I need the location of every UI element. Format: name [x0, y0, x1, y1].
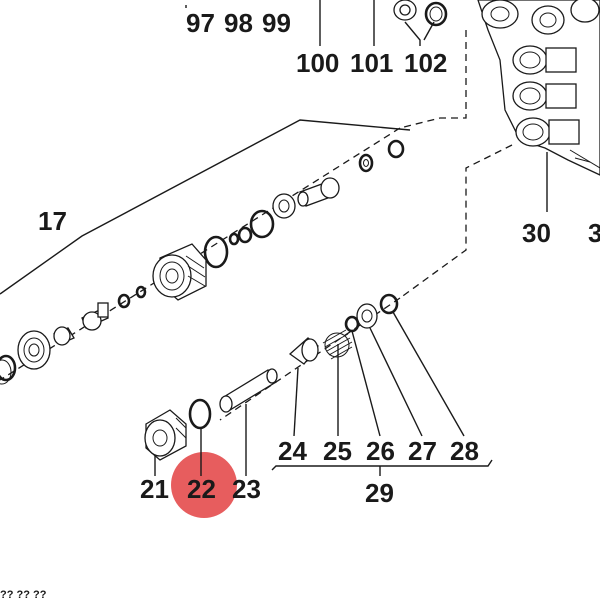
assembly-line-upper-axis [0, 127, 401, 381]
valve-nut-1 [512, 45, 577, 75]
o-ring-far [387, 139, 405, 159]
leader-24 [293, 367, 299, 437]
plug-21 [144, 409, 187, 461]
washer-26 [344, 315, 360, 333]
callout-26: 26 [366, 436, 395, 466]
o-ring-28 [379, 293, 399, 315]
valve-nut-2 [512, 81, 577, 111]
washer-27 [356, 303, 378, 329]
fitting-cluster-top [393, 0, 448, 27]
callout-28: 28 [450, 436, 479, 466]
nut-fitting [272, 193, 296, 219]
callout-29: 29 [365, 478, 394, 508]
piston-23 [219, 368, 278, 413]
leader-28 [392, 311, 465, 437]
callout-99: 99 [262, 8, 291, 38]
valve-cone-24 [288, 337, 319, 365]
plunger-stem [81, 302, 109, 331]
leader-27 [369, 327, 423, 437]
fitting-nipple [297, 177, 340, 207]
callout-101: 101 [350, 48, 393, 78]
callout-23: 23 [232, 474, 261, 504]
valve-nut-3 [515, 117, 580, 147]
spring-left [0, 354, 17, 385]
callout-25: 25 [323, 436, 352, 466]
footer-text: ?? ?? ?? [0, 589, 47, 600]
o-ring-22 [188, 398, 212, 430]
bracket-17 [0, 119, 411, 295]
leader-26 [351, 330, 381, 437]
callout-3-cut: 3 [588, 218, 600, 248]
callout-27: 27 [408, 436, 437, 466]
knurled-nut [17, 330, 51, 370]
callout-30: 30 [522, 218, 551, 248]
assembly-line-right [399, 144, 513, 299]
assembly-line-top [399, 30, 467, 129]
callout-21: 21 [140, 474, 169, 504]
callout-22: 22 [187, 474, 216, 504]
callout-97: 97 [186, 8, 215, 38]
callout-100: 100 [296, 48, 339, 78]
o-ring-tiny-pair [117, 285, 147, 309]
o-ring-pair [203, 209, 275, 269]
callout-17: 17 [38, 206, 67, 236]
callout-24: 24 [278, 436, 307, 466]
callout-98: 98 [224, 8, 253, 38]
callout-102: 102 [404, 48, 447, 78]
washer-small-1 [358, 153, 374, 173]
pump-housing [477, 0, 600, 176]
leader-102a [404, 21, 421, 46]
unloader-body [152, 243, 207, 301]
bracket-29 [271, 459, 493, 471]
highlight-marker [171, 452, 237, 518]
small-fitting-left [53, 326, 75, 346]
